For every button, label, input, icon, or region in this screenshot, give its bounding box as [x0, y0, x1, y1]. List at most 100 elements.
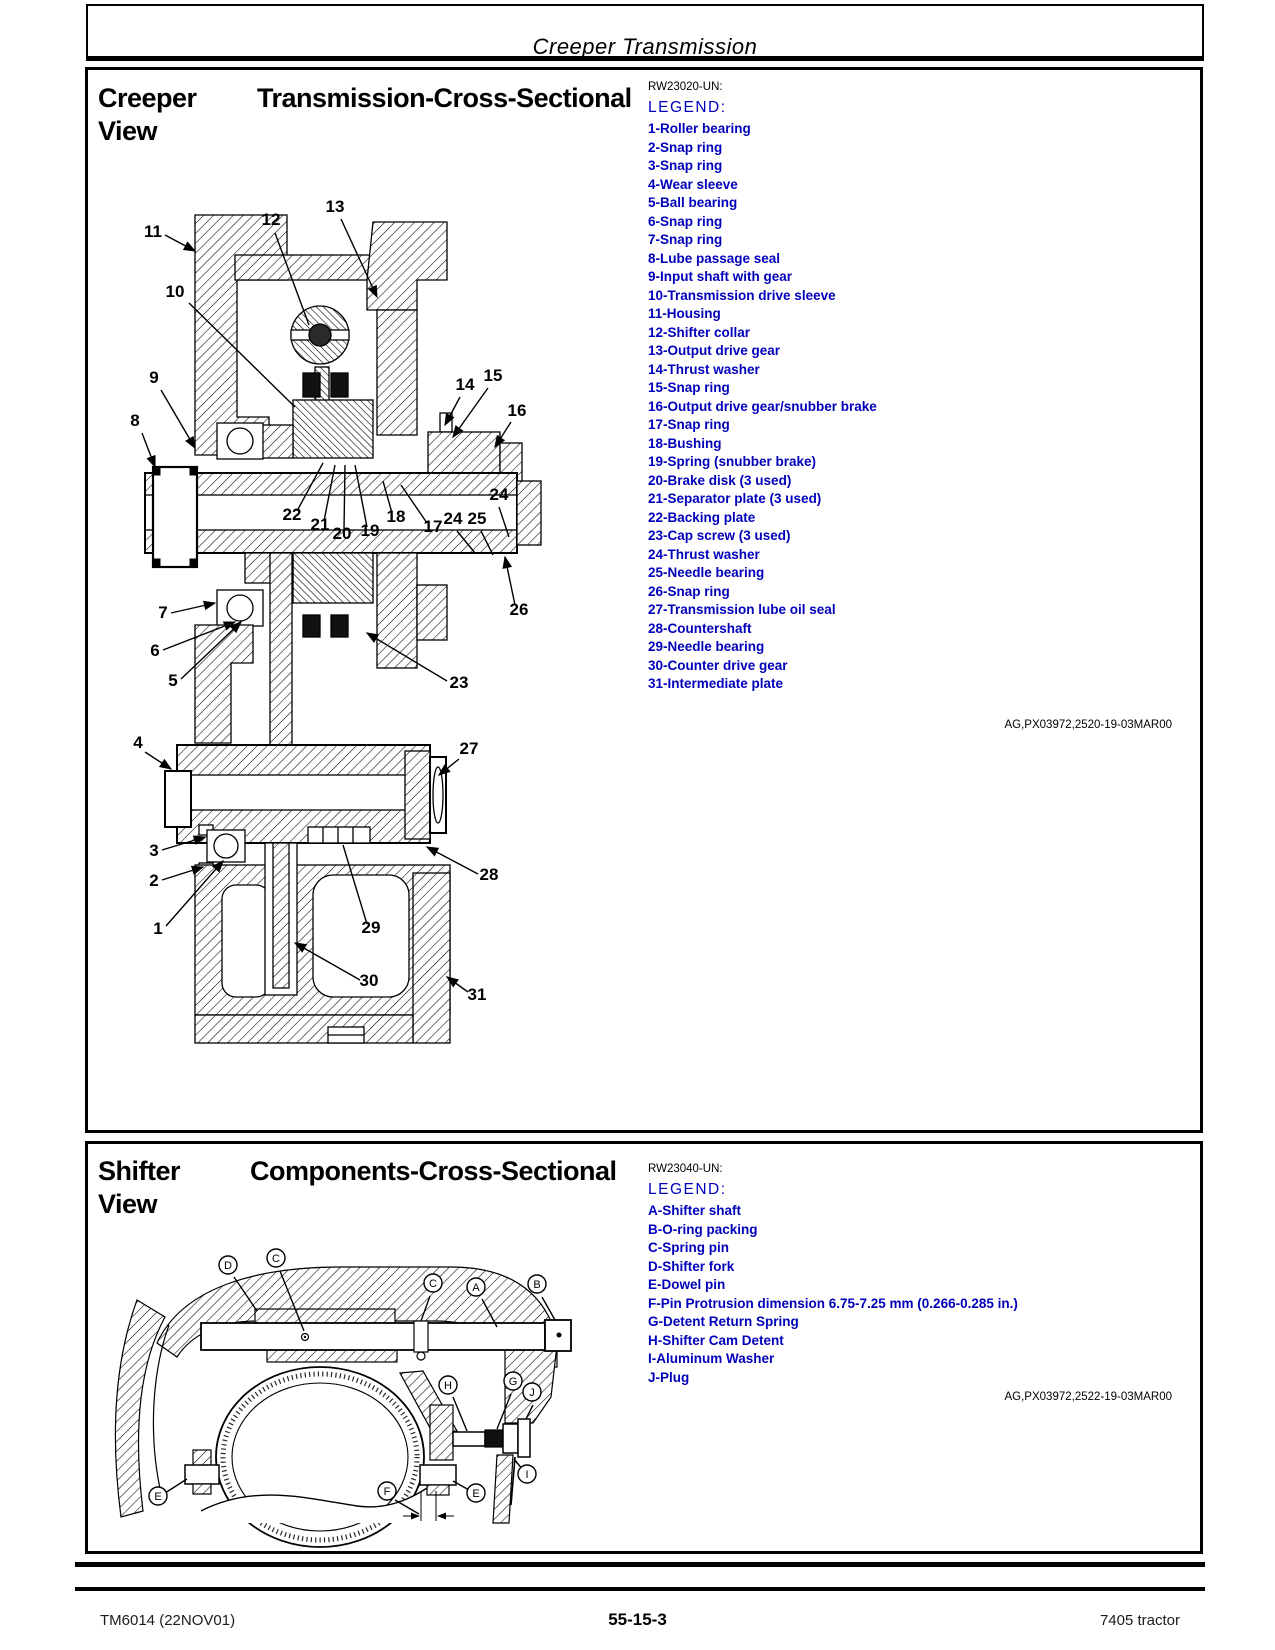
callout-leader: [452, 1480, 470, 1491]
creeper-transmission-diagram: 1112131098141516222120191817242425262376…: [130, 197, 542, 1044]
callout-leader: [161, 835, 207, 851]
callout-label: C: [429, 1278, 437, 1290]
callout-label: 6: [150, 641, 159, 660]
legend-item: 25-Needle bearing: [648, 565, 765, 580]
section2-title-main: Components-Cross-Sectional: [250, 1156, 617, 1186]
section-creeper-transmission: [85, 67, 1203, 1133]
callout-leader: [141, 432, 156, 469]
legend-item: 29-Needle bearing: [648, 639, 765, 654]
callout-circle: [517, 1464, 537, 1484]
callout-label: 19: [361, 521, 380, 540]
legend-item: 17-Snap ring: [648, 417, 730, 432]
countershaft-assembly: [164, 744, 447, 844]
legend-item: 7-Snap ring: [648, 232, 723, 247]
pin-protrusion-dimension: [403, 1491, 454, 1521]
callout-label: 28: [480, 865, 499, 884]
footer-page-number: 55-15-3: [608, 1610, 667, 1629]
callout-label: 22: [283, 505, 302, 524]
callout-label: 4: [133, 733, 143, 752]
doc-code-2: AG,PX03972,2522-19-03MAR00: [1004, 1391, 1173, 1403]
callout-label: B: [533, 1279, 540, 1291]
callout-label: 1: [153, 919, 162, 938]
legend-item: 18-Bushing: [648, 435, 722, 451]
housing-lower: [194, 826, 451, 1044]
gear-bore-rings: [215, 1366, 425, 1548]
callout-label: D: [224, 1260, 232, 1272]
callout-label: A: [472, 1282, 480, 1294]
legend-item: I-Aluminum Washer: [648, 1351, 775, 1366]
callout-label: 9: [149, 368, 158, 387]
callout-leader: [452, 1396, 468, 1432]
callout-leader: [400, 484, 428, 524]
legend-item: E-Dowel pin: [648, 1277, 726, 1292]
callout-leader: [394, 1499, 420, 1515]
legend-item: 27-Transmission lube oil seal: [648, 602, 836, 617]
callout-leader: [494, 421, 512, 449]
callout-label: E: [472, 1488, 479, 1500]
callout-circle: [218, 1255, 238, 1275]
legend-item: 6-Snap ring: [648, 213, 723, 229]
callout-leader: [340, 218, 378, 299]
legend-item: 31-Intermediate plate: [648, 676, 784, 691]
callout-circle: [466, 1483, 486, 1503]
callout-circle: [377, 1481, 397, 1501]
legend-item: 8-Lube passage seal: [648, 250, 781, 266]
callout-label: 27: [460, 739, 479, 758]
callout-label: J: [529, 1387, 535, 1399]
legend-item: 24-Thrust washer: [648, 546, 760, 562]
legend-item: 4-Wear sleeve: [648, 176, 738, 192]
callout-leader: [437, 758, 460, 776]
callout-label: 23: [450, 673, 469, 692]
callout-label: 24: [490, 485, 509, 504]
callout-label: 25: [468, 509, 487, 528]
callout-leader: [445, 976, 469, 993]
roller-bearing-lower: [198, 824, 246, 874]
section1-title-left: Creeper View: [98, 82, 248, 148]
legend-item: 14-Thrust washer: [648, 361, 760, 377]
section1-title-word1: Creeper: [98, 83, 197, 113]
callout-circle: [438, 1375, 458, 1395]
section1-title-main: Transmission-Cross-Sectional: [257, 83, 632, 113]
section2-title-word1: Shifter: [98, 1156, 181, 1186]
input-shaft: [144, 472, 542, 554]
callout-leader: [496, 1393, 512, 1430]
footer-rule-top: [75, 1562, 1205, 1567]
callout-leader: [502, 555, 516, 606]
callout-label: 16: [508, 401, 527, 420]
gear-cluster-lower: [194, 552, 448, 766]
callout-leader: [274, 232, 310, 326]
callout-circle: [148, 1486, 168, 1506]
section2-title-word2: View: [98, 1189, 158, 1219]
legend-item: 21-Separator plate (3 used): [648, 491, 822, 506]
callout-leader: [164, 234, 197, 252]
legend-item: 2-Snap ring: [648, 139, 723, 155]
callout-label: 18: [387, 507, 406, 526]
roller-bearing-upper: [216, 422, 264, 460]
callout-label: 7: [158, 603, 167, 622]
callout-label: 12: [262, 210, 281, 229]
callout-label: 30: [360, 971, 379, 990]
section-shifter-components: [85, 1141, 1203, 1554]
section2-title-left: Shifter View: [98, 1155, 248, 1221]
legend-item: 22-Backing plate: [648, 509, 756, 525]
callout-label: 21: [311, 515, 330, 534]
detent-assembly: [399, 1370, 531, 1524]
footer-rule-bottom: [75, 1587, 1205, 1591]
callout-label: 29: [362, 918, 381, 937]
callout-leader: [162, 621, 237, 651]
callout-leader: [354, 464, 368, 528]
callout-label: 20: [333, 524, 352, 543]
callout-label: E: [154, 1491, 161, 1503]
legend-item: 9-Input shaft with gear: [648, 269, 793, 284]
legend-item: 30-Counter drive gear: [648, 657, 788, 673]
legend-item: 13-Output drive gear: [648, 343, 781, 358]
callout-leader: [498, 506, 510, 538]
callout-leader: [382, 480, 393, 514]
legend-item: D-Shifter fork: [648, 1258, 735, 1274]
lube-passage-seal: [151, 465, 199, 569]
callout-label: I: [525, 1469, 528, 1481]
callout-leader: [343, 464, 346, 531]
legend-item: 19-Spring (snubber brake): [648, 454, 817, 469]
callout-label: 3: [149, 841, 158, 860]
